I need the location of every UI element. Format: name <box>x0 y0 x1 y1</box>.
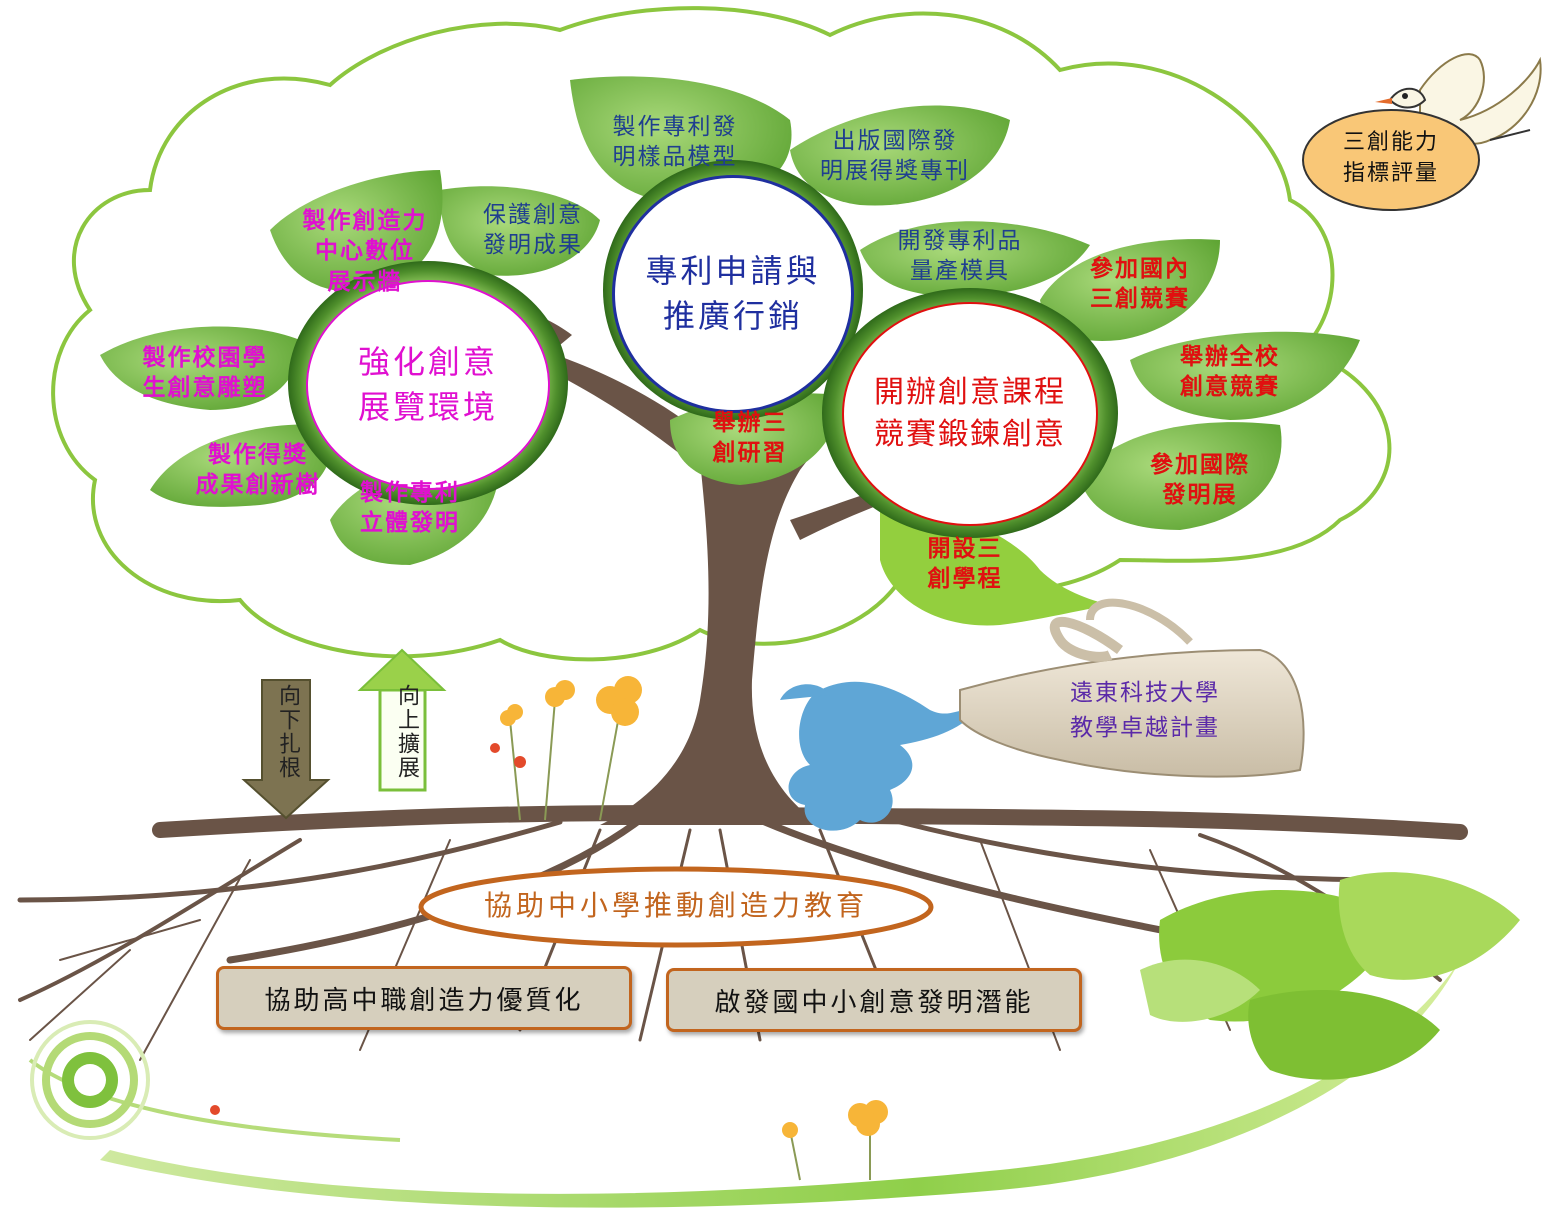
leaf-label-intl-expo: 參加國際 發明展 <box>1150 451 1250 509</box>
leaf-label-award-tree: 製作得獎 成果創新樹 <box>195 441 321 499</box>
leaf-label-patent-3d: 製作專利 立體發明 <box>360 479 460 537</box>
pitcher-label: 遠東科技大學 教學卓越計畫 <box>1070 680 1220 741</box>
hub-course: 開辦創意課程 競賽鍛鍊創意 <box>842 302 1098 526</box>
leaf-label-workshop: 舉辦三 創研習 <box>712 409 788 467</box>
leaf-label-mold: 開發專利品 量產模具 <box>897 228 1023 285</box>
main-root-oval <box>418 866 934 948</box>
down-arrow-label: 向下扎根 <box>275 684 300 780</box>
leaf-label-protect: 保護創意 發明成果 <box>483 202 583 259</box>
assessment-oval <box>1302 109 1480 211</box>
main-root-label: 協助中小學推動創造力教育 <box>483 889 868 922</box>
root-box-junior: 啟發國中小創意發明潛能 <box>666 968 1082 1032</box>
pitcher <box>959 598 1305 778</box>
water-splash <box>788 681 975 831</box>
up-arrow-label: 向上擴展 <box>394 684 419 780</box>
leaf-label-domestic: 參加國內 三創競賽 <box>1090 255 1190 313</box>
leaf-label-patent-model: 製作專利發 明樣品模型 <box>612 114 738 171</box>
circle-ornament <box>30 1020 150 1140</box>
hub-patent: 專利申請與 推廣行銷 <box>612 175 854 413</box>
hub-exhibit: 強化創意 展覽環境 <box>306 280 550 490</box>
bottom-right-leaves <box>1140 872 1520 1080</box>
leaf-label-program: 開設三 創學程 <box>927 535 1003 593</box>
grass-swoosh <box>100 960 1460 1208</box>
leaf-label-publish: 出版國際發 明展得獎專刊 <box>820 128 970 185</box>
leaf-label-campus-contest: 舉辦全校 創意競賽 <box>1180 343 1280 401</box>
leaf-program <box>880 508 1110 626</box>
root-box-high-school: 協助高中職創造力優質化 <box>216 966 632 1030</box>
assessment-label: 三創能力 指標評量 <box>1342 130 1439 186</box>
leaf-label-wall: 製作創造力 中心數位 展示牆 <box>302 207 428 295</box>
leaf-label-sculpture: 製作校園學 生創意雕塑 <box>142 344 268 402</box>
down-arrow <box>241 679 331 820</box>
flowers <box>210 676 888 1181</box>
bird <box>1375 53 1542 145</box>
